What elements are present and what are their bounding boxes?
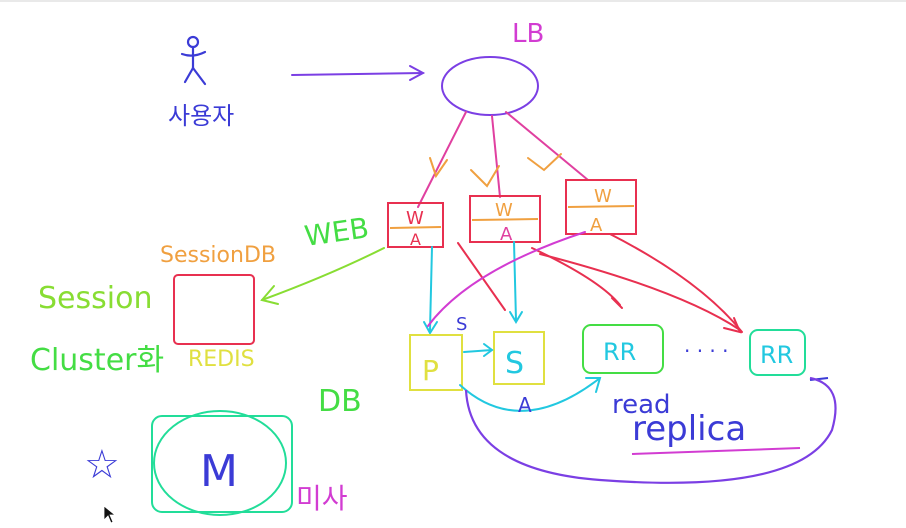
user-label: 사용자 <box>168 102 234 130</box>
was-box-label-3: A <box>590 215 603 236</box>
web-was-server-1 <box>387 202 444 248</box>
read-label: read <box>612 390 671 420</box>
top-edge-divider <box>0 0 906 2</box>
db-secondary-label: S <box>505 346 524 381</box>
server-to-db-lines <box>423 241 523 335</box>
load-balancer-node <box>441 56 539 116</box>
session-db-label: SessionDB <box>160 243 276 268</box>
async-label: A <box>518 393 532 417</box>
web-box-label-1: W <box>406 208 424 229</box>
web-box-label-3: W <box>594 186 612 207</box>
orange-v-marks <box>429 153 562 188</box>
db-primary-box <box>409 334 463 391</box>
replica-underline <box>631 447 801 455</box>
redis-label: REDIS <box>188 347 255 372</box>
server-to-replica-lines <box>457 233 743 334</box>
m-label: M <box>200 446 238 497</box>
primary-to-replica-loop <box>464 376 837 484</box>
lb-to-servers-lines <box>417 111 589 208</box>
sync-label: S <box>456 314 467 335</box>
m-circle <box>153 410 287 516</box>
web-was-server-2 <box>469 195 541 243</box>
web-to-session-arrow <box>260 247 385 305</box>
web-group-label: WEB <box>302 211 371 253</box>
star-icon: ☆ <box>84 442 120 488</box>
m-outer-box <box>151 415 293 513</box>
replica-label: replica <box>632 409 746 449</box>
was-box-label-1: A <box>410 230 421 249</box>
user-stick-figure-icon <box>180 35 207 86</box>
was-box-label-2: A <box>500 224 513 245</box>
replica-ellipsis: · · · · <box>684 339 729 363</box>
mouse-cursor-icon <box>103 505 117 524</box>
web-was-server-3 <box>565 179 637 235</box>
db-secondary-box <box>493 331 545 385</box>
cluster-label: Cluster화 <box>30 343 164 378</box>
read-replica-label-1: RR <box>603 338 636 366</box>
session-label: Session <box>38 281 152 316</box>
sync-replication-arrow <box>463 343 494 357</box>
write-to-primary-line <box>427 231 586 327</box>
redis-session-store-box <box>173 274 255 345</box>
lb-label: LB <box>512 19 544 49</box>
read-replica-label-2: RR <box>760 341 793 369</box>
user-to-lb-arrow <box>291 65 426 81</box>
db-label: DB <box>318 384 362 419</box>
db-primary-label: P <box>422 354 439 387</box>
m-suffix-label: 미사 <box>296 482 348 515</box>
read-replica-box-1 <box>582 324 664 374</box>
read-replica-box-2 <box>749 329 806 376</box>
web-box-label-2: W <box>495 200 513 221</box>
async-replication-arrow <box>459 377 602 412</box>
